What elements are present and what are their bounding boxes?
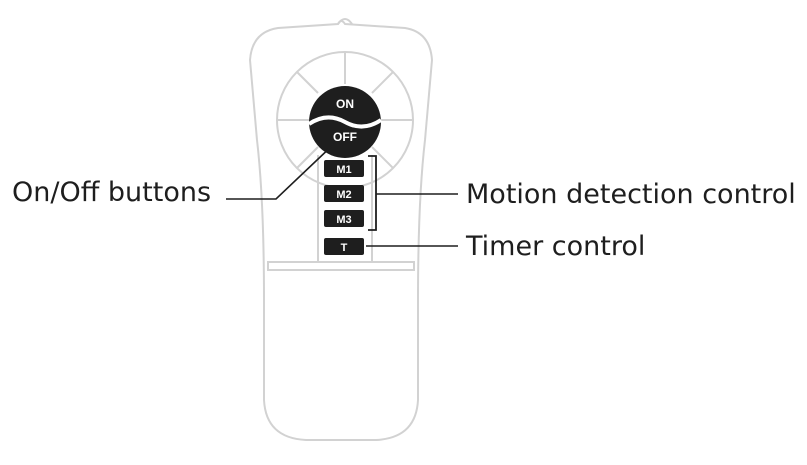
off-button-label: OFF xyxy=(333,130,357,144)
on-off-divider xyxy=(307,115,383,129)
timer-button-label: T xyxy=(341,242,348,254)
m1-button[interactable] xyxy=(324,160,364,177)
timer-button[interactable] xyxy=(324,238,364,255)
motion-callout: Motion detection control xyxy=(466,179,796,210)
control-pad-segments xyxy=(277,52,413,169)
m2-button-label: M2 xyxy=(336,189,351,201)
remote-lower-panel xyxy=(267,261,415,271)
m1-button-label: M1 xyxy=(336,164,351,176)
m3-button-label: M3 xyxy=(336,214,351,226)
on-off-button-group: ON OFF xyxy=(307,86,383,158)
button-column xyxy=(317,155,373,262)
m2-button[interactable] xyxy=(324,185,364,202)
on-off-callout: On/Off buttons xyxy=(12,177,211,208)
remote-top-notch xyxy=(337,18,353,25)
motion-bracket xyxy=(368,155,377,231)
on-off-leader-line xyxy=(226,141,337,200)
remote-body xyxy=(248,20,434,441)
on-button-label: ON xyxy=(336,97,354,111)
m3-button[interactable] xyxy=(324,210,364,227)
timer-callout: Timer control xyxy=(465,231,645,262)
